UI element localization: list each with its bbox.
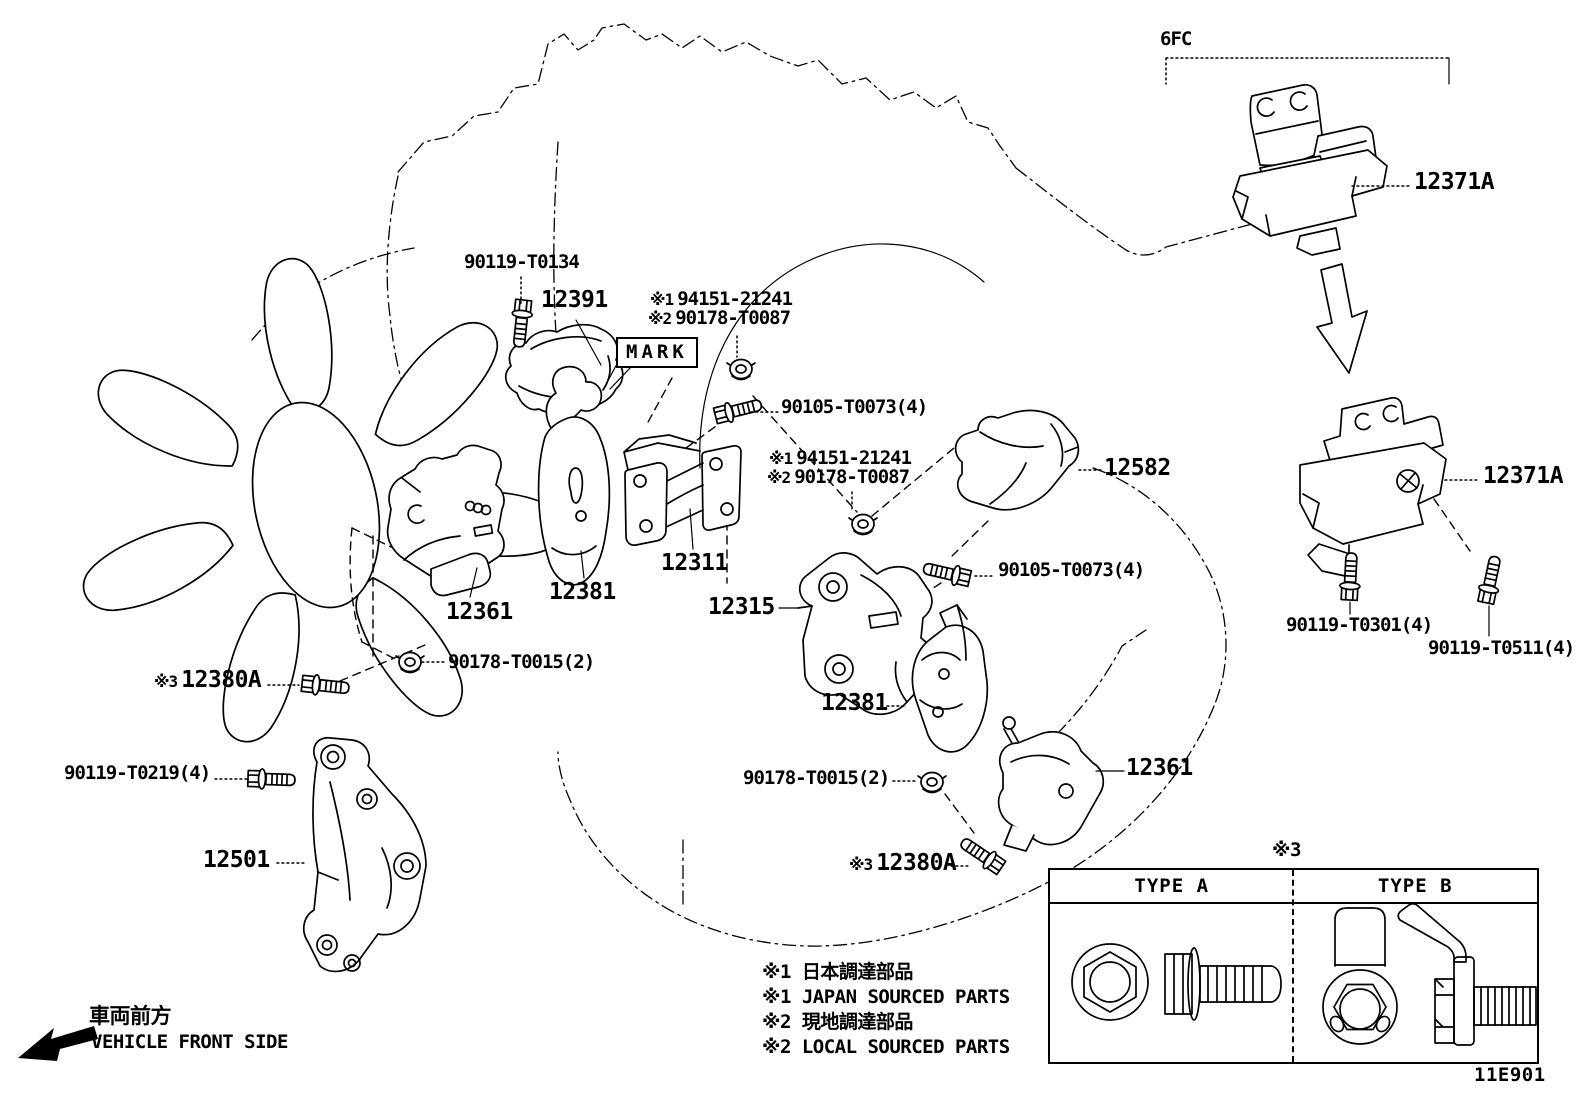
note-en-japan-sourced: ※1 JAPAN SOURCED PARTS (762, 986, 1010, 1008)
vehicle-front-label-jp: 車両前方 (89, 1004, 172, 1028)
ref-mark: ※2 (767, 468, 791, 487)
part-label-90119-t0219: 90119-T0219(4) (64, 762, 211, 784)
part-number: 12380A (181, 667, 262, 693)
part-number: 94151-21241 (796, 447, 912, 469)
part-number: 90178-T0087 (794, 466, 910, 488)
group-6fc-label: 6FC (1160, 28, 1192, 50)
part-label-90105-t0073-b: 90105-T0073(4) (998, 559, 1145, 581)
ref-mark: ※3 (154, 672, 178, 691)
type-a-side-view (1164, 947, 1282, 1021)
nut-icon (726, 358, 756, 381)
part-label-12361-left: 12361 (446, 599, 513, 625)
bolt-icon (920, 557, 973, 590)
bolt-icon (1475, 553, 1507, 606)
fastener-type-table: TYPE A TYPE B (1048, 868, 1539, 1064)
type-b-side-view (1397, 902, 1537, 1046)
nut-icon (848, 513, 878, 536)
leader-lines (214, 57, 1490, 867)
part-12371a-top-drawing (1232, 84, 1388, 256)
type-a-header: TYPE A (1134, 875, 1210, 897)
part-label-12501: 12501 (203, 847, 270, 873)
diagram-code: 11E901 (1474, 1064, 1546, 1086)
table-ref-mark: ※3 (1272, 839, 1301, 861)
bolt-icon (300, 672, 351, 700)
part-label-12371a-top: 12371A (1414, 169, 1495, 195)
ref-mark: ※3 (849, 855, 873, 874)
part-label-12311: 12311 (661, 550, 728, 576)
part-label-12361-right: 12361 (1126, 755, 1193, 781)
part-label-12582: 12582 (1104, 455, 1171, 481)
bolt-icon (246, 767, 297, 791)
part-12501-drawing (302, 737, 427, 973)
ref-mark: ※1 (769, 449, 793, 468)
ref-mark: ※1 (650, 290, 674, 309)
note-en-local-sourced: ※2 LOCAL SOURCED PARTS (762, 1036, 1010, 1058)
note-jp-local-sourced: ※2 現地調達部品 (762, 1011, 913, 1033)
part-12315-drawing (797, 552, 936, 716)
part-label-90119-t0301: 90119-T0301(4) (1286, 614, 1433, 636)
part-label-12381-right: 12381 (821, 690, 888, 716)
fan-drawing (72, 254, 567, 752)
vehicle-front-label-en: VEHICLE FRONT SIDE (91, 1031, 288, 1053)
part-label-90105-t0073-a: 90105-T0073(4) (781, 396, 928, 418)
part-12361-right-drawing (997, 716, 1105, 852)
part-label-90119-t0134: 90119-T0134 (464, 251, 580, 273)
part-12582-drawing (954, 409, 1080, 511)
part-label-12381-left: 12381 (549, 579, 616, 605)
note-jp-japan-sourced: ※1 日本調達部品 (762, 961, 913, 983)
table-column-divider (1292, 870, 1294, 1062)
part-12361-left-drawing (386, 444, 505, 597)
part-label-12391: 12391 (541, 287, 608, 313)
type-b-front-view (1322, 907, 1398, 1045)
part-number: 90178-T0087 (675, 307, 791, 329)
ref-mark: ※2 (648, 309, 672, 328)
type-a-front-view (1071, 943, 1149, 1021)
vehicle-front-arrow-icon (18, 1026, 98, 1061)
type-b-header: TYPE B (1377, 875, 1453, 897)
part-number: 12380A (876, 850, 957, 876)
part-label-90178-t0015-right: 90178-T0015(2) (743, 767, 890, 789)
down-arrow-icon (1316, 263, 1368, 374)
part-label-90119-t0511: 90119-T0511(4) (1428, 637, 1575, 659)
bolt-icon (955, 832, 1008, 878)
part-12381-right-drawing (911, 604, 989, 753)
mark-callout-box: MARK (616, 337, 698, 368)
part-label-90178-t0015-left: 90178-T0015(2) (448, 651, 595, 673)
fastener-drawings (1071, 902, 1537, 1046)
part-12381-left-drawing (537, 365, 611, 586)
part-12371a-right-drawing (1299, 396, 1447, 578)
part-label-12315: 12315 (708, 594, 775, 620)
part-number: 94151-21241 (677, 288, 793, 310)
part-12311-drawing (623, 434, 742, 546)
part-label-12371a-right: 12371A (1483, 463, 1564, 489)
nut-icon (917, 771, 947, 794)
